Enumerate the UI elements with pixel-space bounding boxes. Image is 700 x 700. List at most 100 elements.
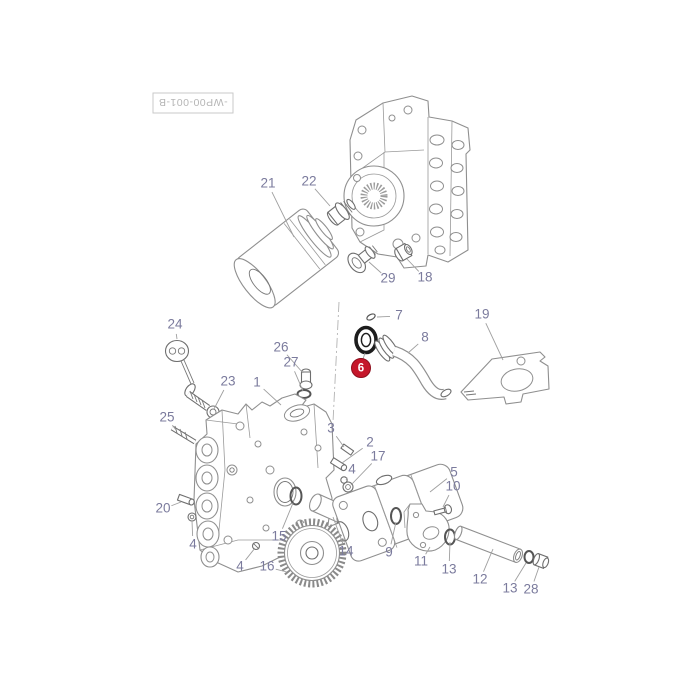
part-number-label[interactable]: 18 xyxy=(417,270,432,285)
nut-17 xyxy=(342,481,354,493)
part-number-label[interactable]: 17 xyxy=(370,449,385,464)
leader-line xyxy=(191,520,194,537)
part-number-label[interactable]: 4 xyxy=(189,537,197,552)
part-callout-22-23[interactable]: 22 xyxy=(301,174,331,207)
part-number-label[interactable]: 3 xyxy=(327,421,335,436)
part-callout-21-22[interactable]: 21 xyxy=(260,176,295,238)
part-number-label[interactable]: 15 xyxy=(271,529,286,544)
part-callout-7-7[interactable]: 7 xyxy=(376,308,403,323)
leader-line xyxy=(314,188,331,207)
part-number-label[interactable]: 7 xyxy=(395,308,403,323)
bolt-10 xyxy=(433,504,453,516)
part-number-label[interactable]: 29 xyxy=(380,271,395,286)
part-callout-28-29[interactable]: 28 xyxy=(523,566,540,597)
engine-block xyxy=(343,95,471,269)
leader-line xyxy=(172,424,177,431)
part-callout-16-17[interactable]: 16 xyxy=(259,559,288,574)
part-callout-8-8[interactable]: 8 xyxy=(407,330,429,354)
part-callout-10-10[interactable]: 10 xyxy=(442,479,461,508)
part-number-label[interactable]: 1 xyxy=(253,375,261,390)
leader-line xyxy=(485,322,504,361)
part-number-label[interactable]: 12 xyxy=(472,572,487,587)
leader-line xyxy=(335,436,345,448)
part-callout-4-4[interactable]: 4 xyxy=(189,520,197,552)
wing-bolt xyxy=(347,245,378,274)
part-callout-13-14[interactable]: 13 xyxy=(502,562,527,596)
part-callout-13-13[interactable]: 13 xyxy=(441,541,457,577)
part-callout-27-28[interactable]: 27 xyxy=(283,355,304,392)
highlighted-part-callout[interactable]: 6 xyxy=(351,352,371,378)
part-callout-17-18[interactable]: 17 xyxy=(350,449,386,486)
part-callout-4-5[interactable]: 4 xyxy=(236,547,256,574)
leader-line xyxy=(171,501,182,507)
bolt-4-bottom xyxy=(251,541,261,551)
leader-line xyxy=(425,546,431,555)
leader-line xyxy=(245,547,256,561)
part-callout-14-15[interactable]: 14 xyxy=(332,516,354,559)
part-number-label[interactable]: 11 xyxy=(414,554,428,569)
part-number-label[interactable]: 27 xyxy=(283,355,298,370)
part-number-label[interactable]: 21 xyxy=(260,176,275,191)
part-callout-26-27[interactable]: 26 xyxy=(273,340,304,374)
part-callout-9-9[interactable]: 9 xyxy=(385,521,397,560)
drive-gear xyxy=(277,518,347,588)
part-number-label[interactable]: 26 xyxy=(273,340,288,355)
part-callout-2-1[interactable]: 2 xyxy=(341,435,374,464)
part-number-label[interactable]: 9 xyxy=(385,545,393,560)
part-number-label[interactable]: 22 xyxy=(301,174,316,189)
part-number-label[interactable]: 20 xyxy=(155,501,170,516)
leader-line xyxy=(286,354,304,374)
part-callout-29-30[interactable]: 29 xyxy=(368,261,396,286)
part-callout-20-21[interactable]: 20 xyxy=(155,501,182,516)
part-callout-1-0[interactable]: 1 xyxy=(253,375,282,406)
part-number-label[interactable]: 24 xyxy=(167,317,183,332)
part-number-label[interactable]: 5 xyxy=(450,465,458,480)
part-number-label[interactable]: 16 xyxy=(259,559,274,574)
part-callout-3-2[interactable]: 3 xyxy=(327,421,345,448)
leader-line xyxy=(406,258,420,272)
part-number-label[interactable]: 13 xyxy=(502,581,517,596)
leader-line xyxy=(282,502,294,529)
part-callout-15-16[interactable]: 15 xyxy=(271,502,294,544)
leader-line xyxy=(448,541,451,562)
highlight-badge-number: 6 xyxy=(358,363,364,375)
part-callout-5-6[interactable]: 5 xyxy=(429,465,458,493)
part-number-label[interactable]: 8 xyxy=(421,330,429,345)
part-callout-23-24[interactable]: 23 xyxy=(213,374,236,410)
boss-column xyxy=(195,436,220,568)
part-callout-24-25[interactable]: 24 xyxy=(167,317,183,340)
oil-filter xyxy=(233,208,340,309)
leader-line xyxy=(350,463,373,486)
plug-18 xyxy=(394,242,413,262)
part-number-label[interactable]: 23 xyxy=(220,374,235,389)
part-number-label[interactable]: 13 xyxy=(441,562,456,577)
part-callout-11-11[interactable]: 11 xyxy=(414,546,431,569)
part-number-label[interactable]: 2 xyxy=(366,435,374,450)
part-callout-12-12[interactable]: 12 xyxy=(472,548,494,587)
bracket-11 xyxy=(403,503,450,552)
leader-line xyxy=(429,478,448,493)
leader-line xyxy=(514,562,527,582)
part-number-label[interactable]: 19 xyxy=(474,307,489,322)
cap-28 xyxy=(532,552,550,569)
part-callout-19-20[interactable]: 19 xyxy=(474,307,504,361)
part-callout-25-26[interactable]: 25 xyxy=(159,410,177,431)
leader-line xyxy=(263,388,282,406)
part-number-label[interactable]: 14 xyxy=(338,544,354,559)
part-number-label[interactable]: 25 xyxy=(159,410,174,425)
o-ring-15 xyxy=(289,486,303,506)
o-ring-13b xyxy=(523,550,535,564)
highlight-badge[interactable] xyxy=(351,358,371,378)
part-callout-18-19[interactable]: 18 xyxy=(406,258,433,285)
stud-25 xyxy=(170,425,197,445)
part-callout-4-3[interactable]: 4 xyxy=(345,462,356,481)
leader-line xyxy=(341,447,363,464)
part-number-label[interactable]: 10 xyxy=(445,479,460,494)
part-number-label[interactable]: 4 xyxy=(236,559,244,574)
leader-line xyxy=(332,516,344,544)
drawing-code-text: -WP00-001-B xyxy=(158,96,227,108)
leader-line xyxy=(376,315,391,318)
part-number-label[interactable]: 28 xyxy=(523,582,538,597)
part-number-label[interactable]: 4 xyxy=(348,462,356,477)
